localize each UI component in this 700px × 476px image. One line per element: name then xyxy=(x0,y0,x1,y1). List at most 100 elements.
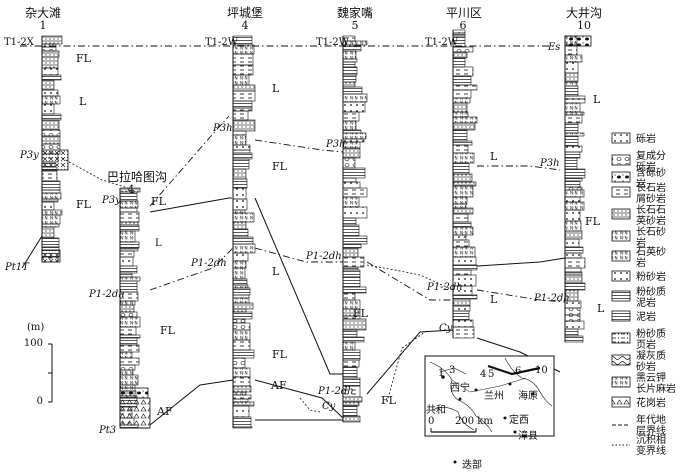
facies-label: L xyxy=(490,150,498,163)
legend-item: 粉砂质泥岩 xyxy=(611,285,666,309)
lithology-bed xyxy=(564,189,585,198)
lithology-bed xyxy=(452,234,467,241)
lithology-bed xyxy=(452,89,472,99)
lithology-bed xyxy=(232,130,247,136)
lithology-bed xyxy=(564,95,586,100)
lithology-bed xyxy=(452,264,478,271)
column-5-number: 5 xyxy=(352,19,359,32)
lithology-bed xyxy=(342,74,357,83)
legend-label: 凝灰质砂岩 xyxy=(636,349,666,373)
correlation-line xyxy=(366,261,453,301)
legend-item: 黑云钾长片麻岩 xyxy=(611,371,676,395)
lithology-bed xyxy=(342,93,368,103)
legend-item: 含砾砂岩 xyxy=(611,166,666,190)
lithology-bed xyxy=(342,224,360,237)
lithology-bed xyxy=(452,246,476,258)
lithology-bed xyxy=(119,230,136,243)
lithology-bed xyxy=(564,44,578,56)
legend-item: 长石岩屑砂岩 xyxy=(611,181,666,205)
lithology-bed xyxy=(232,119,256,132)
unit-label: Cy xyxy=(322,401,336,412)
lithology-bed xyxy=(232,376,251,387)
lithology-bed xyxy=(119,272,133,278)
lithology-bed xyxy=(342,86,363,95)
legend-item: 复成分砾岩 xyxy=(611,149,666,173)
lithology-bed xyxy=(119,276,141,282)
lithology-bed xyxy=(41,189,61,194)
lithology-bed xyxy=(452,66,474,77)
lithology-bed xyxy=(232,367,251,378)
legend-label: 复成分砾岩 xyxy=(636,149,666,173)
lithology-bed xyxy=(452,310,470,321)
map-city: 迭部 xyxy=(462,458,482,471)
lithology-bed xyxy=(119,300,136,306)
facies-label: FL xyxy=(381,394,397,407)
lithology-bed xyxy=(342,341,356,351)
correlation-line xyxy=(149,115,230,207)
lithology-bed xyxy=(564,201,585,211)
correlation-line xyxy=(149,379,234,426)
lithology-bed xyxy=(564,267,582,273)
map-point: 5 xyxy=(488,369,494,380)
lithology-bed xyxy=(41,129,61,137)
facies-label: L xyxy=(272,265,280,278)
lithology-bed xyxy=(452,203,467,209)
lithology-bed xyxy=(232,394,252,400)
legend-label: 泥岩 xyxy=(636,310,656,323)
lithology-bed xyxy=(119,250,135,258)
legend-label: 长石砂岩 xyxy=(636,225,666,249)
lithology-bed xyxy=(232,149,251,154)
lithology-bed xyxy=(232,90,256,102)
top-marker-10: Es xyxy=(547,42,560,53)
lithology-bed xyxy=(232,228,249,238)
lithology-bed xyxy=(342,243,362,249)
lithology-bed xyxy=(342,167,366,179)
lithology-bed xyxy=(232,158,250,170)
legend-label: 粉砂质泥岩 xyxy=(636,285,666,309)
unit-label: P3h xyxy=(212,123,233,134)
column-4-name: 坪城堡 xyxy=(227,5,263,20)
unit-label: P1-2dh xyxy=(305,251,342,262)
legend-item: 花岗岩 xyxy=(611,396,666,409)
lithology-bed xyxy=(119,224,140,232)
lithology-bed xyxy=(564,98,586,104)
facies-label: AF xyxy=(156,405,173,418)
lithology-bed xyxy=(232,405,250,418)
lithology-bed xyxy=(232,329,251,341)
facies-label: L xyxy=(272,82,280,95)
stratigraphic-column xyxy=(232,35,256,429)
unit-label: P1-2dh xyxy=(317,386,354,397)
lithology-bed xyxy=(564,271,583,276)
map-city: 漳县 xyxy=(518,429,538,442)
lithology-bed xyxy=(232,221,247,230)
lithology-bed xyxy=(452,305,471,312)
legend-swatch xyxy=(611,332,631,344)
legend-label: 石英砂岩 xyxy=(636,245,666,269)
lithology-bed xyxy=(564,114,583,124)
lithology-bed xyxy=(342,181,361,189)
map-city: 海原 xyxy=(518,389,538,402)
lithology-bed xyxy=(41,119,60,131)
lithology-bed xyxy=(564,282,586,291)
lithology-bed xyxy=(342,177,357,183)
lithology-bed xyxy=(342,235,368,245)
lithology-bed xyxy=(41,89,59,97)
lithology-bed xyxy=(232,236,254,245)
lithology-bed xyxy=(452,97,471,104)
lithology-bed xyxy=(119,364,136,371)
lithology-bed xyxy=(41,43,57,48)
lithology-bed xyxy=(119,221,139,226)
lithology-legend: 砾岩复成分砾岩含砾砂岩长石岩屑砂岩长石石英砂岩长石砂岩石英砂岩粉砂岩粉砂质泥岩泥… xyxy=(611,132,676,457)
lithology-bed xyxy=(564,135,579,147)
column-4-number: 4 xyxy=(242,19,249,32)
legend-label: 长石石英砂岩 xyxy=(636,204,666,227)
lithology-bed xyxy=(119,374,139,386)
lithology-bed xyxy=(119,351,133,359)
lithology-bed xyxy=(342,286,367,294)
lithology-bed xyxy=(564,157,578,170)
facies-label: FL xyxy=(151,195,167,208)
lithology-bed xyxy=(41,209,63,216)
scale-unit: (m) xyxy=(27,322,44,333)
correlation-line xyxy=(386,329,429,403)
